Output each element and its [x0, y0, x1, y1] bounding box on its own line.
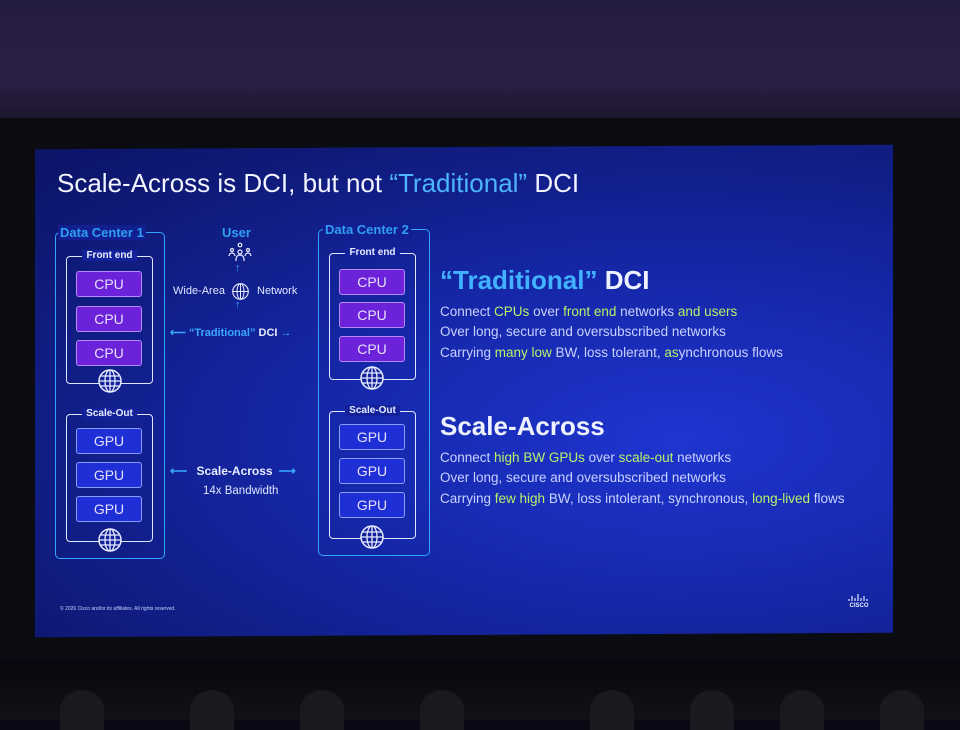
bullet-line: Carrying many low BW, loss tolerant, asy…: [440, 345, 783, 360]
scale-across-label: Scale-Across: [196, 464, 273, 478]
dc2-front-end-label: Front end: [345, 247, 400, 258]
text-segment: Carrying: [440, 345, 495, 360]
bullet-line: Over long, secure and oversubscribed net…: [440, 470, 726, 485]
traditional-dci-text: DCI: [255, 327, 278, 339]
traditional-dci-heading: “Traditional” DCI: [440, 265, 649, 296]
dc2-gpu-2: GPU: [339, 458, 405, 484]
slide-title: Scale-Across is DCI, but not “Traditiona…: [57, 168, 579, 199]
text-segment: Over long, secure and oversubscribed net…: [440, 324, 726, 339]
highlight-text: high BW GPUs: [494, 450, 585, 465]
dc2-cpu-1: CPU: [339, 269, 405, 295]
dc1-gpu-1: GPU: [76, 428, 142, 454]
text-segment: Carrying: [440, 491, 495, 506]
scale-across-heading: Scale-Across: [440, 411, 605, 441]
dc2-cpu-2: CPU: [339, 302, 405, 328]
highlight-text: and users: [677, 304, 738, 319]
bullet-line: Connect high BW GPUs over scale-out netw…: [440, 450, 731, 465]
text-segment: Over long, secure and oversubscribed net…: [440, 470, 726, 485]
highlight-text: scale-out: [618, 450, 674, 465]
dc1-gpu-3: GPU: [76, 496, 142, 522]
text-segment: BW, loss tolerant,: [551, 345, 665, 360]
text-segment: over: [584, 450, 619, 465]
text-segment: Connect: [440, 304, 495, 319]
heading-quoted: “Traditional”: [440, 265, 598, 295]
title-text-end: DCI: [527, 168, 580, 198]
text-segment: BW, loss intolerant, synchronous,: [545, 491, 753, 506]
highlight-text: as: [664, 345, 679, 360]
title-text: Scale-Across is DCI, but not: [57, 168, 390, 198]
arrow-right-icon: ⟶: [278, 464, 296, 478]
globe-icon: [98, 369, 122, 393]
dc1-cpu-3: CPU: [76, 340, 142, 366]
dc2-scale-out-label: Scale-Out: [345, 405, 400, 416]
dc2-cpu-3: CPU: [339, 336, 405, 362]
bullet-line: Carrying few high BW, loss intolerant, s…: [440, 491, 844, 506]
data-center-2: Data Center 2: [318, 222, 430, 556]
arrow-right-icon: →: [277, 327, 292, 339]
text-segment: ynchronous flows: [678, 345, 783, 360]
globe-icon: [360, 366, 384, 390]
dc2-gpu-3: GPU: [339, 492, 405, 518]
dc1-gpu-2: GPU: [76, 462, 142, 488]
text-segment: networks: [616, 304, 678, 319]
globe-icon: [232, 283, 249, 300]
cisco-logo: CISCO: [848, 594, 870, 609]
bullet-line: Over long, secure and oversubscribed net…: [440, 324, 726, 339]
data-center-1: Data Center 1: [55, 225, 165, 559]
arrow-left-icon: ⟵: [170, 464, 191, 478]
cisco-bars-icon: [848, 594, 868, 601]
highlight-text: many low: [494, 345, 552, 360]
arrow-up-icon: ↑: [235, 299, 241, 311]
wan-right-label: Network: [257, 285, 298, 297]
data-center-1-label: Data Center 1: [58, 225, 146, 240]
text-segment: Connect: [440, 450, 495, 465]
highlight-text: long-lived: [752, 491, 810, 506]
user-label: User: [222, 225, 251, 240]
title-highlight: “Traditional”: [389, 168, 528, 198]
audience: [0, 660, 960, 730]
dc1-scale-out-label: Scale-Out: [82, 408, 137, 419]
heading-rest: DCI: [597, 265, 650, 295]
highlight-text: few high: [494, 491, 546, 506]
dc1-front-end-label: Front end: [82, 250, 137, 261]
bandwidth-label: 14x Bandwidth: [203, 485, 279, 497]
dc1-cpu-1: CPU: [76, 271, 142, 297]
globe-icon: [98, 528, 122, 552]
text-segment: flows: [809, 491, 845, 506]
highlight-text: front end: [563, 304, 617, 319]
highlight-text: CPUs: [494, 304, 530, 319]
room-wall: [0, 0, 960, 130]
text-segment: over: [529, 304, 564, 319]
scale-across-link: ⟵ Scale-Across ⟶: [170, 464, 296, 478]
globe-icon: [360, 525, 384, 549]
arrow-left-icon: ⟵: [170, 327, 189, 339]
traditional-dci-quoted: “Traditional”: [188, 327, 256, 339]
bullet-line: Connect CPUs over front end networks and…: [440, 304, 737, 319]
text-segment: networks: [673, 450, 732, 465]
traditional-dci-link: ⟵ “Traditional” DCI →: [170, 326, 292, 339]
dc2-gpu-1: GPU: [339, 424, 405, 450]
copyright: © 2026 Cisco and/or its affiliates. All …: [60, 606, 176, 612]
users-icon: [228, 242, 252, 261]
cisco-wordmark: CISCO: [849, 603, 869, 609]
dc1-cpu-2: CPU: [76, 306, 142, 332]
data-center-2-label: Data Center 2: [323, 222, 411, 237]
wan-left-label: Wide-Area: [173, 285, 225, 297]
arrow-up-icon: ↑: [235, 262, 241, 274]
